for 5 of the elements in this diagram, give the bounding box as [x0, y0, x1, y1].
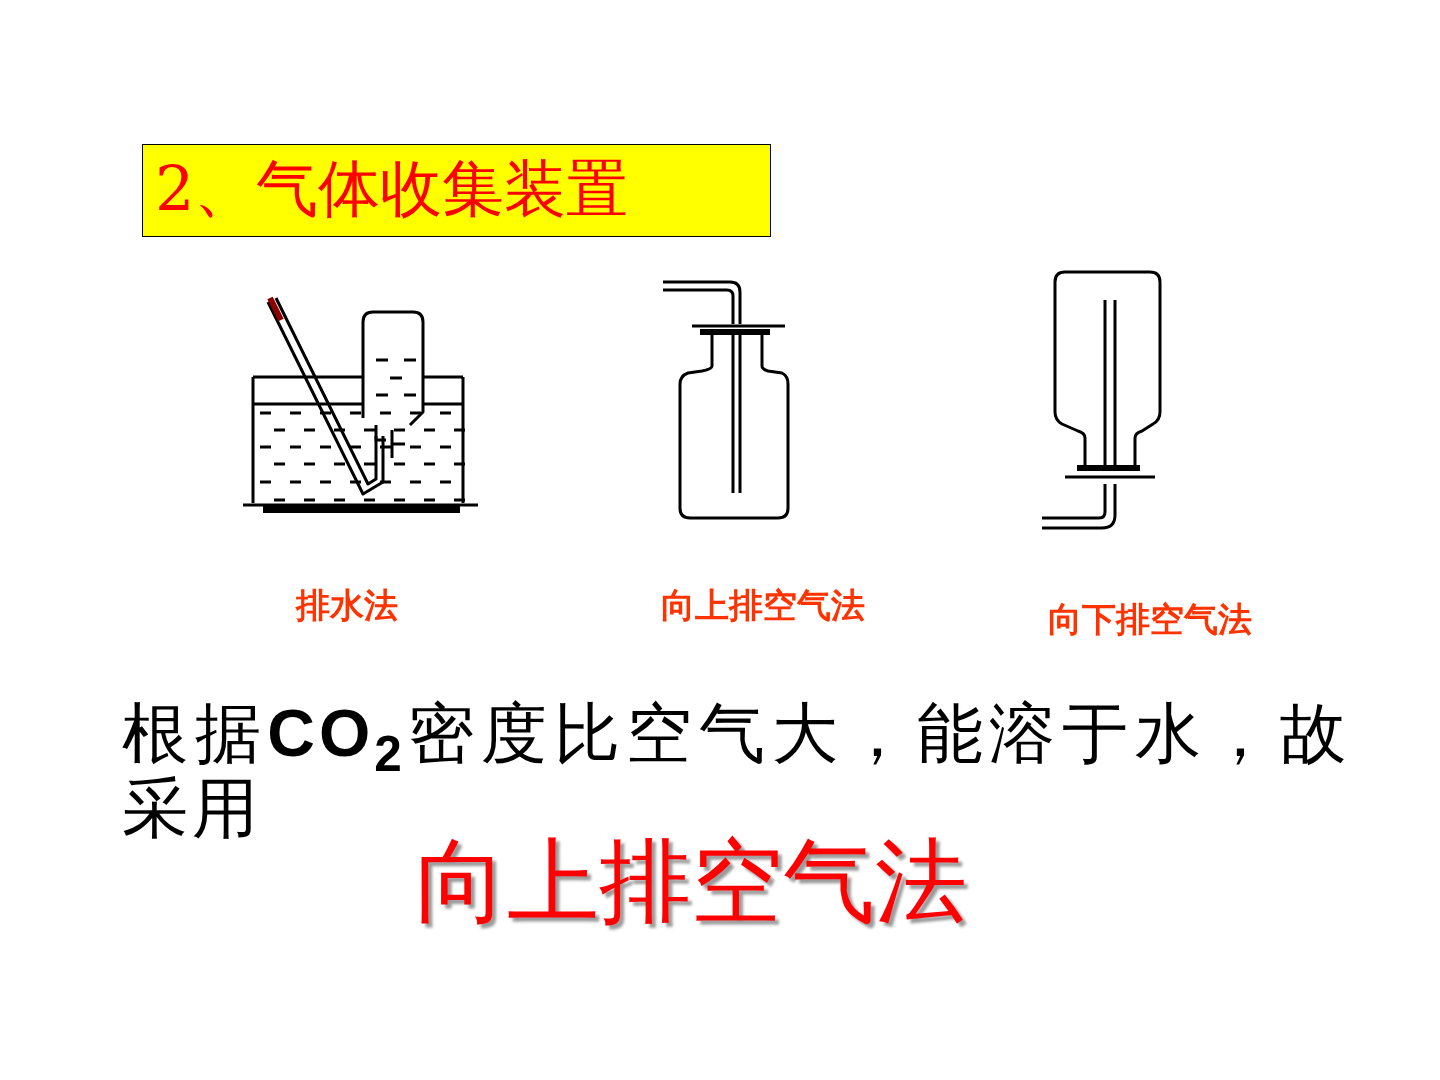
node-label: 排水法: [296, 586, 398, 626]
title-banner: 2、气体收集装置: [142, 144, 771, 237]
node-label: 向上排空气法: [661, 586, 865, 626]
node-label: 向下排空气法: [1048, 600, 1252, 640]
inverted-bottle-drawing: [1040, 269, 1164, 531]
